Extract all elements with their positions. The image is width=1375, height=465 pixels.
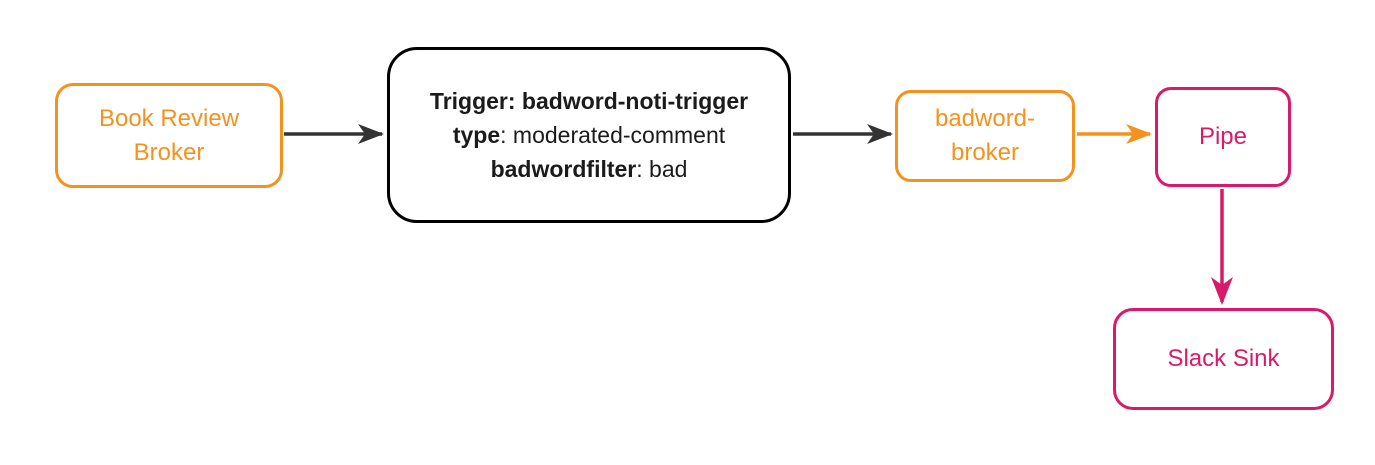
node-slack-sink: Slack Sink — [1113, 308, 1334, 410]
node-book-review-broker-label: Book Review Broker — [99, 102, 239, 170]
node-trigger-label: Trigger: badword-noti-trigger type: mode… — [430, 84, 748, 186]
node-label-line: broker — [950, 139, 1020, 166]
node-label-line: Book Review — [98, 104, 240, 132]
node-trigger: Trigger: badword-noti-trigger type: mode… — [387, 47, 791, 223]
node-badword-broker-label: badword- broker — [935, 102, 1035, 170]
node-label-line: badword- — [934, 105, 1036, 132]
trigger-type-line: type: moderated-comment — [452, 122, 726, 148]
node-pipe-label: Pipe — [1198, 123, 1248, 150]
node-pipe: Pipe — [1155, 87, 1291, 187]
node-slack-sink-label: Slack Sink — [1167, 345, 1280, 372]
node-badword-broker: badword- broker — [895, 90, 1075, 182]
node-book-review-broker: Book Review Broker — [55, 83, 283, 188]
trigger-filter-line: badwordfilter: bad — [490, 156, 688, 182]
trigger-name-line: Trigger: badword-noti-trigger — [429, 88, 749, 114]
node-label-line: Broker — [133, 138, 205, 166]
